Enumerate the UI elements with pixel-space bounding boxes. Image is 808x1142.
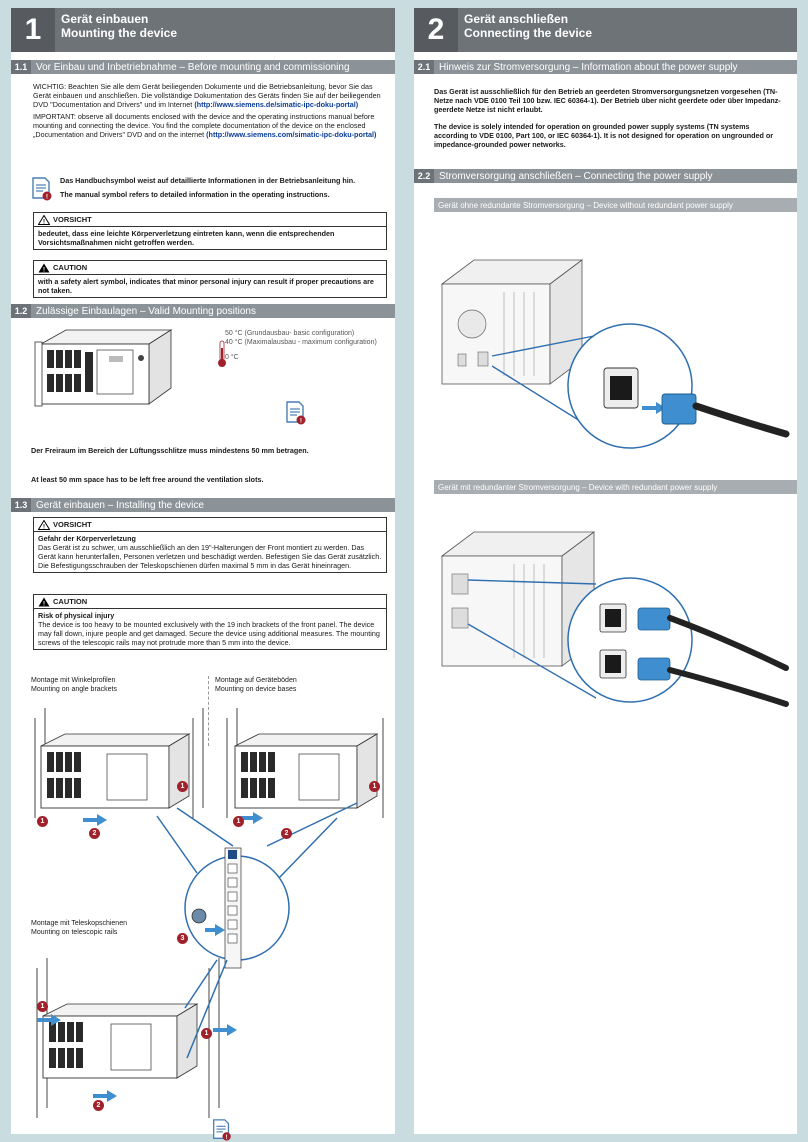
left-column: 1 Gerät einbauen Mounting the device 1.1…	[11, 8, 395, 1141]
important-en-text: IMPORTANT: observe all documents enclose…	[33, 112, 375, 139]
chapter-title: Gerät anschließen Connecting the device	[458, 8, 592, 52]
caption-device-bases: Montage auf Geräteböden Mounting on devi…	[215, 677, 297, 693]
svg-text:!: !	[43, 267, 45, 272]
svg-text:!: !	[43, 601, 45, 606]
svg-text:!: !	[43, 219, 45, 224]
warning-box-caution-2: ! CAUTION Risk of physical injury The de…	[33, 594, 387, 650]
warning-title: VORSICHT	[53, 520, 92, 529]
section-title: Zulässige Einbaulagen – Valid Mounting p…	[36, 305, 256, 317]
caption-angle-brackets: Montage mit Winkelprofilen Mounting on a…	[31, 677, 117, 693]
power-info-en: The device is solely intended for operat…	[434, 122, 774, 149]
warning-triangle-icon: !	[38, 214, 50, 225]
section-number: 1.1	[11, 60, 31, 74]
manual-symbol-note: Das Handbuchsymbol weist auf detailliert…	[60, 176, 390, 199]
thermometer-icon	[218, 340, 226, 367]
step-badge-2b: 2	[281, 828, 292, 839]
warning-title: CAUTION	[53, 597, 88, 606]
chapter-number: 1	[11, 8, 55, 52]
step-badge-3: 3	[177, 933, 188, 944]
warning-box-vorsicht: ! VORSICHT bedeutet, dass eine leichte K…	[33, 212, 387, 250]
doc-portal-link-de[interactable]: (http://www.siemens.de/simatic-ipc-doku-…	[194, 100, 359, 109]
space-note-en: At least 50 mm space has to be left free…	[31, 475, 264, 484]
section-1-1-header: 1.1 Vor Einbau und Inbetriebnahme – Befo…	[11, 60, 395, 74]
chapter-title-de: Gerät anschließen	[464, 12, 569, 26]
section-1-2-header: 1.2 Zulässige Einbaulagen – Valid Mounti…	[11, 304, 395, 318]
step-badge-2: 2	[89, 828, 100, 839]
device-front-illustration	[34, 329, 173, 407]
chapter-header-2: 2 Gerät anschließen Connecting the devic…	[414, 8, 797, 52]
power-info: Das Gerät ist ausschließlich für den Bet…	[434, 87, 784, 149]
subsection-redundant: Gerät mit redundanter Stromversorgung – …	[434, 480, 797, 494]
temp-min: 0 °C	[225, 354, 239, 361]
chapter-title-de: Gerät einbauen	[61, 12, 149, 26]
section-title: Stromversorgung anschließen – Connecting…	[439, 170, 713, 182]
step-badge-2c: 2	[93, 1100, 104, 1111]
temp-basic: 50 °C (Grundausbau- basic configuration)	[225, 330, 355, 337]
doc-portal-link-en[interactable]: (http://www.siemens.com/simatic-ipc-doku…	[206, 130, 377, 139]
step-badge-1d: 1	[369, 781, 380, 792]
space-note-de: Der Freiraum im Bereich der Lüftungsschl…	[31, 446, 309, 455]
step-badge-1c: 1	[233, 816, 244, 827]
section-number: 1.3	[11, 498, 31, 512]
section-2-2-header: 2.2 Stromversorgung anschließen – Connec…	[414, 169, 797, 183]
right-column: 2 Gerät anschließen Connecting the devic…	[414, 8, 797, 1134]
warning-text: bedeutet, dass eine leichte Körperverlet…	[38, 229, 335, 247]
installation-illustration	[34, 708, 384, 1118]
manual-icon: !	[286, 401, 306, 425]
section-2-1-header: 2.1 Hinweis zur Stromversorgung – Inform…	[414, 60, 797, 74]
temp-max: 40 °C (Maximalausbau - maximum configura…	[225, 339, 377, 346]
step-badge-1e: 1	[37, 1001, 48, 1012]
subsection-no-redundant: Gerät ohne redundante Stromversorgung – …	[434, 198, 797, 212]
section-title: Vor Einbau und Inbetriebnahme – Before m…	[36, 61, 350, 73]
important-note: WICHTIG: Beachten Sie alle dem Gerät bei…	[33, 82, 388, 139]
warning-text: Das Gerät ist zu schwer, um ausschließli…	[38, 543, 382, 570]
section-title: Hinweis zur Stromversorgung – Informatio…	[439, 61, 738, 73]
warning-box-caution: ! CAUTION with a safety alert symbol, in…	[33, 260, 387, 298]
section-1-3-header: 1.3 Gerät einbauen – Installing the devi…	[11, 498, 395, 512]
warning-box-vorsicht-2: ! VORSICHT Gefahr der Körperverletzung D…	[33, 517, 387, 573]
warning-triangle-icon: !	[38, 263, 50, 273]
temperature-info: 50 °C (Grundausbau- basic configuration)…	[225, 329, 377, 362]
step-badge-1b: 1	[177, 781, 188, 792]
manual-icon: !	[213, 1119, 231, 1141]
step-badge-1: 1	[37, 816, 48, 827]
section-title: Gerät einbauen – Installing the device	[36, 499, 204, 511]
warning-triangle-icon: !	[38, 597, 50, 607]
chapter-title: Gerät einbauen Mounting the device	[55, 8, 177, 52]
svg-text:!: !	[43, 524, 45, 529]
warning-heading: Risk of physical injury	[38, 611, 115, 620]
chapter-number: 2	[414, 8, 458, 52]
warning-text: with a safety alert symbol, indicates th…	[38, 277, 374, 295]
warning-title: VORSICHT	[53, 215, 92, 224]
warning-text: The device is too heavy to be mounted ex…	[38, 620, 380, 647]
power-info-de: Das Gerät ist ausschließlich für den Bet…	[434, 87, 781, 114]
power-connection-illustration-single	[440, 259, 790, 449]
step-badge-1f: 1	[201, 1028, 212, 1039]
warning-heading: Gefahr der Körperverletzung	[38, 534, 136, 543]
manual-icon: !	[32, 177, 52, 201]
warning-title: CAUTION	[53, 263, 88, 272]
svg-text:!: !	[300, 418, 302, 425]
caption-telescopic-rails: Montage mit Teleskopschienen Mounting on…	[31, 920, 127, 936]
chapter-title-en: Mounting the device	[61, 26, 178, 40]
svg-text:!: !	[46, 194, 48, 201]
power-connection-illustration-redundant	[440, 531, 789, 707]
warning-triangle-icon: !	[38, 519, 50, 530]
manual-note-en: The manual symbol refers to detailed inf…	[60, 190, 330, 199]
section-number: 2.2	[414, 169, 434, 183]
section-number: 1.2	[11, 304, 31, 318]
important-de-text: WICHTIG: Beachten Sie alle dem Gerät bei…	[33, 82, 381, 109]
svg-text:!: !	[226, 1135, 228, 1141]
chapter-header-1: 1 Gerät einbauen Mounting the device	[11, 8, 395, 52]
divider	[208, 676, 209, 746]
chapter-title-en: Connecting the device	[464, 26, 593, 40]
section-number: 2.1	[414, 60, 434, 74]
manual-note-de: Das Handbuchsymbol weist auf detailliert…	[60, 176, 356, 185]
